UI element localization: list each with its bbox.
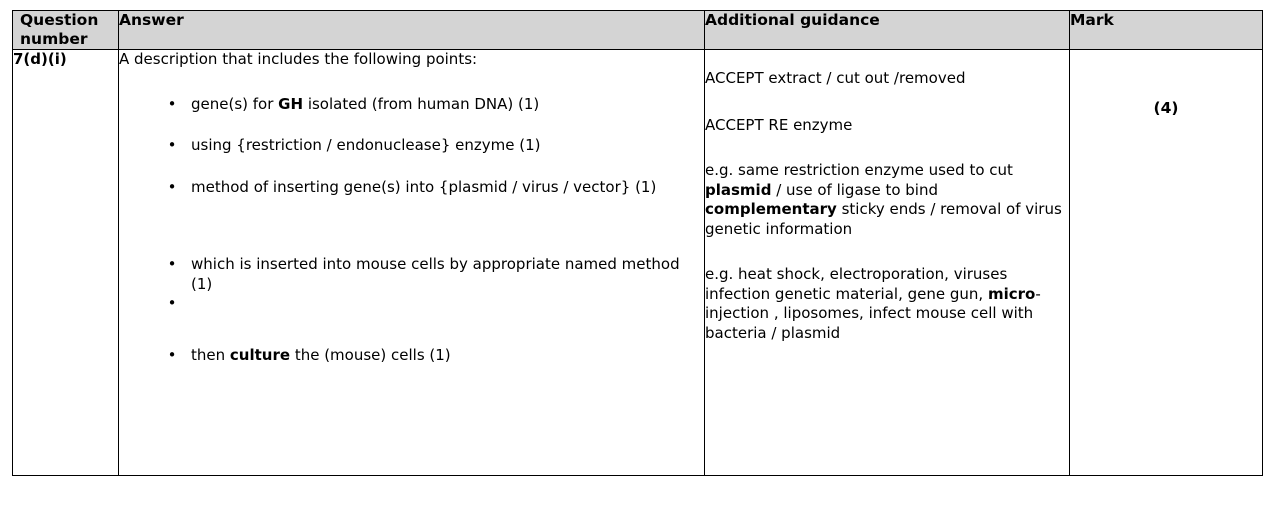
column-header-additional-guidance: Additional guidance: [704, 10, 1070, 50]
answer-point-text: gene(s) for GH isolated (from human DNA)…: [191, 94, 540, 113]
bullet-icon: •: [167, 346, 177, 365]
answer-point-text: using {restriction / endonuclease} enzym…: [191, 136, 541, 155]
answer-point-text: then culture the (mouse) cells (1): [191, 346, 451, 365]
question-number-cell: 7(d)(i): [12, 49, 119, 476]
list-item: • then culture the (mouse) cells (1): [119, 346, 704, 366]
guidance-accept-re-enzyme: ACCEPT RE enzyme: [705, 115, 853, 134]
spacer: [119, 197, 704, 255]
bullet-icon: •: [167, 255, 177, 274]
answer-point-text: which is inserted into mouse cells by ap…: [191, 255, 680, 293]
mark-cell: (4): [1069, 49, 1263, 476]
spacer: [705, 50, 1069, 69]
bullet-icon: •: [167, 136, 177, 155]
bullet-icon: •: [167, 177, 177, 196]
mark-value: (4): [1153, 99, 1179, 117]
guidance-example-restriction: e.g. same restriction enzyme used to cut…: [705, 161, 1062, 238]
spacer: [119, 156, 704, 178]
list-item: • which is inserted into mouse cells by …: [119, 255, 704, 294]
bold-term: complementary: [705, 200, 837, 218]
table-header: Question number Answer Additional guidan…: [12, 10, 1263, 50]
bold-term: micro: [987, 284, 1036, 303]
bold-term: GH: [278, 94, 304, 113]
guidance-example-methods: e.g. heat shock, electroporation, viruse…: [705, 265, 1041, 342]
spacer: [119, 294, 704, 346]
bold-term: plasmid: [705, 180, 772, 199]
mark-scheme-table: Question number Answer Additional guidan…: [12, 10, 1263, 476]
bold-term: culture: [229, 346, 291, 365]
list-item: • using {restriction / endonuclease} enz…: [119, 136, 704, 156]
answer-cell: A description that includes the followin…: [118, 49, 705, 476]
bullet-icon: •: [167, 94, 177, 113]
column-header-mark: Mark: [1069, 10, 1263, 50]
answer-point-text: method of inserting gene(s) into {plasmi…: [191, 177, 657, 196]
answer-points-list: • gene(s) for GH isolated (from human DN…: [119, 95, 704, 366]
spacer: [119, 114, 704, 136]
list-item: • method of inserting gene(s) into {plas…: [119, 178, 704, 198]
table-body: 7(d)(i) A description that includes the …: [12, 49, 1263, 476]
guidance-accept-extract: ACCEPT extract / cut out /removed: [705, 69, 966, 87]
column-header-answer: Answer: [118, 10, 705, 50]
list-item: • gene(s) for GH isolated (from human DN…: [119, 95, 704, 115]
spacer: [705, 135, 1069, 161]
table-header-row: Question number Answer Additional guidan…: [12, 10, 1263, 50]
spacer: [119, 69, 704, 95]
spacer: [705, 89, 1069, 116]
table-row: 7(d)(i) A description that includes the …: [12, 49, 1263, 476]
answer-intro-text: A description that includes the followin…: [119, 50, 478, 68]
spacer: [705, 239, 1069, 265]
additional-guidance-cell: ACCEPT extract / cut out /removed ACCEPT…: [704, 49, 1070, 476]
column-header-question-number: Question number: [12, 10, 119, 50]
bullet-icon: •: [167, 294, 177, 313]
